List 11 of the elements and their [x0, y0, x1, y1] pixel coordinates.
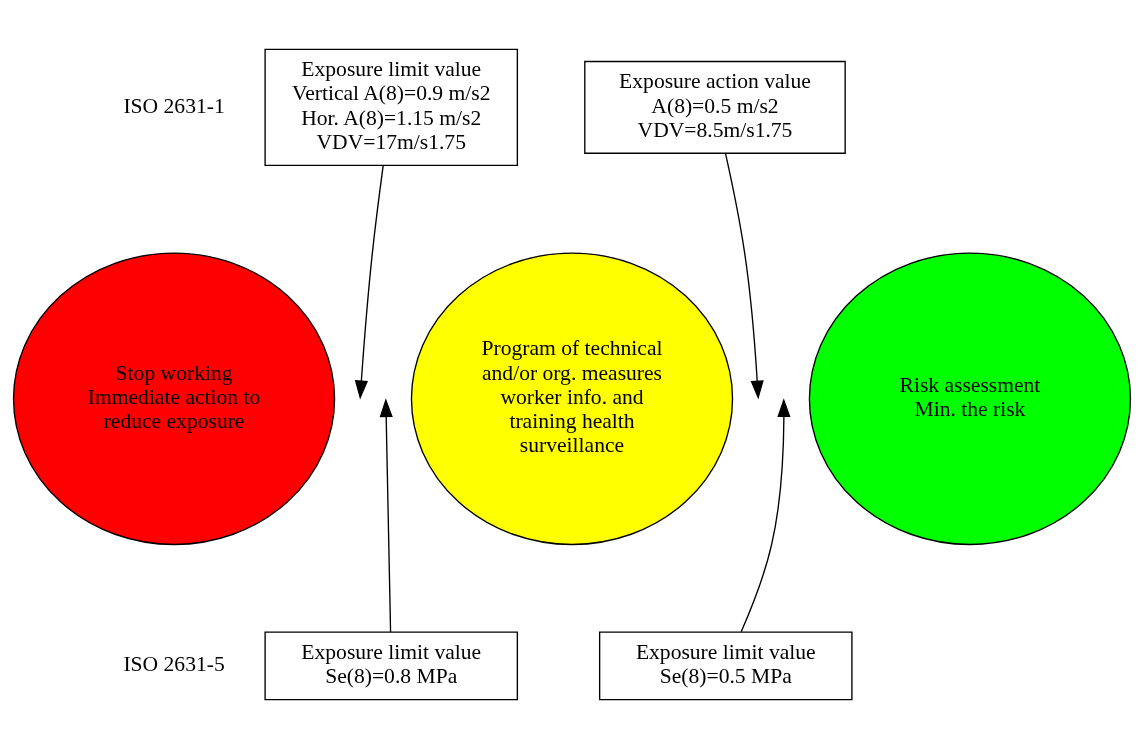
- node-box: Exposure limit value Se(8)=0.8 MPa: [264, 631, 519, 701]
- node-box: Exposure limit value Se(8)=0.5 MPa: [598, 631, 853, 701]
- label: ISO 2631-1: [123, 93, 225, 118]
- node-circle: Stop working Immediate action to reduce exposure: [12, 252, 336, 546]
- arrow: [379, 398, 393, 633]
- node-box: Exposure action value A(8)=0.5 m/s2 VDV=8.5m/s1.75: [584, 60, 846, 154]
- node-circle: Risk assessment Min. the risk: [808, 252, 1132, 546]
- label: ISO 2631-5: [123, 652, 225, 677]
- arrow: [354, 164, 384, 400]
- node-circle: Program of technical and/or org. measures worker info. and training health surveillance: [410, 252, 734, 546]
- node-box: Exposure limit value Vertical A(8)=0.9 m/s2 Hor. A(8)=1.15 m/s2 VDV=17m/s1.75: [264, 48, 519, 167]
